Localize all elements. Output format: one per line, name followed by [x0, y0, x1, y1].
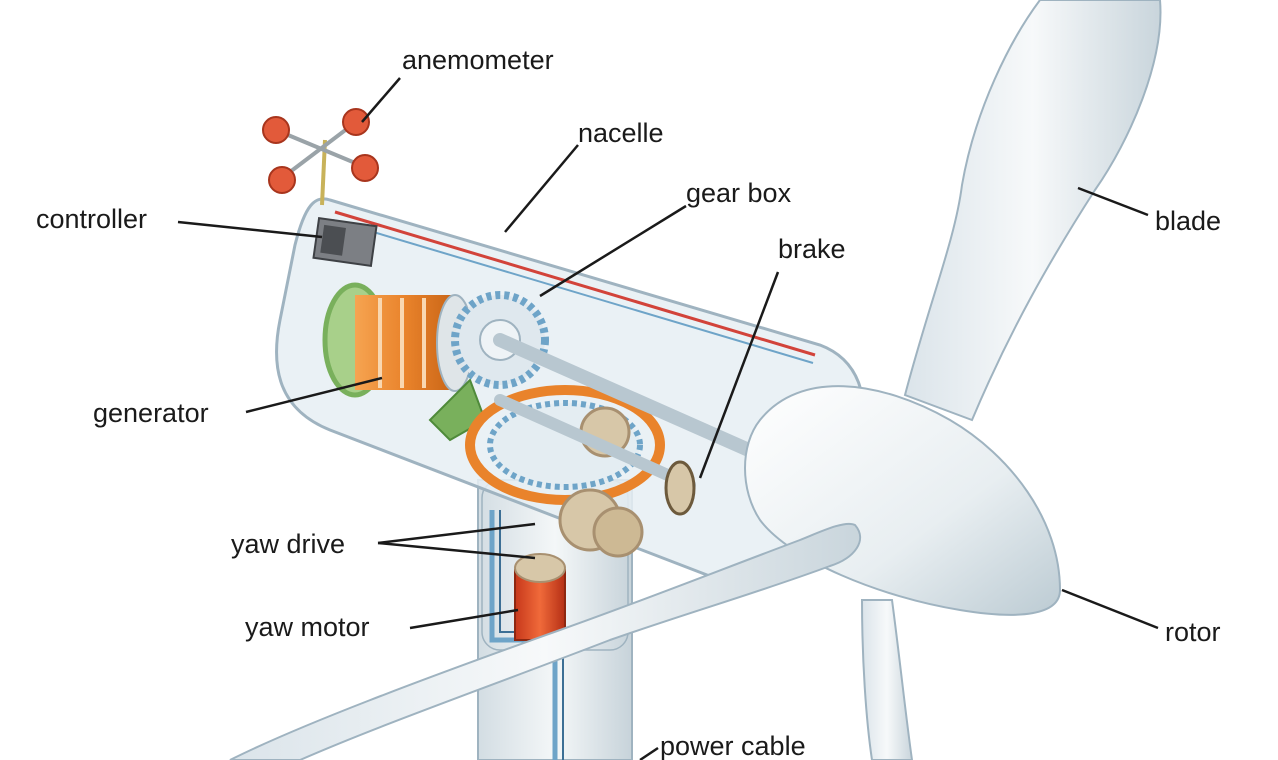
leader-rotor	[1061, 588, 1159, 630]
label-nacelle: nacelle	[578, 118, 664, 148]
label-rotor: rotor	[1165, 617, 1221, 647]
label-controller: controller	[36, 204, 148, 234]
label-gear-box: gear box	[686, 178, 792, 208]
leader-generator	[245, 376, 383, 414]
label-blade: blade	[1155, 206, 1222, 236]
leader-gear-box	[539, 204, 687, 298]
yaw-motor-unit	[514, 553, 566, 641]
label-power-cable: power cable	[660, 731, 806, 760]
upper-blade	[903, 0, 1162, 422]
front-blade	[229, 522, 861, 760]
leader-yaw-drive-a	[377, 522, 536, 545]
leader-nacelle	[504, 144, 579, 233]
lower-blade	[860, 599, 914, 760]
leader-yaw-drive-b	[377, 541, 536, 560]
leader-yaw-motor	[409, 608, 519, 630]
brake-disc	[664, 460, 696, 516]
leader-brake	[698, 271, 780, 479]
label-yaw-drive: yaw drive	[231, 529, 346, 559]
leader-power-cable	[639, 746, 659, 760]
generator-unit	[322, 282, 474, 398]
label-anemometer: anemometer	[402, 45, 554, 75]
label-brake: brake	[778, 234, 846, 264]
label-generator: generator	[93, 398, 209, 428]
anemometer-device	[262, 108, 379, 206]
leader-anemometer	[361, 77, 401, 123]
label-yaw-motor: yaw motor	[245, 612, 370, 642]
leader-controller	[177, 220, 323, 239]
leader-blade	[1077, 186, 1149, 217]
